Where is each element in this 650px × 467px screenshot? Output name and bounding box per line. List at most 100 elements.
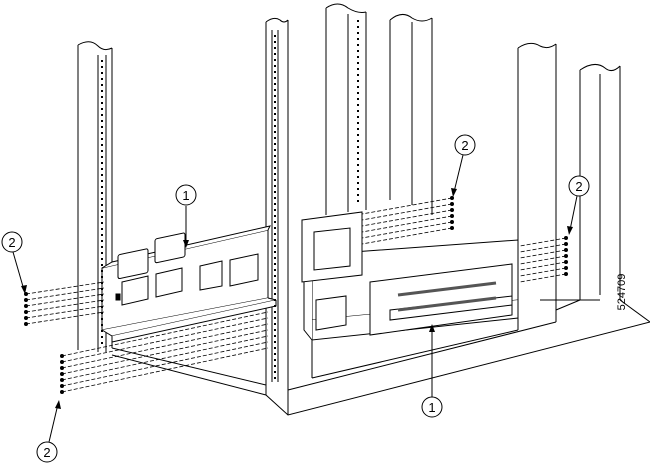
rack-hole (274, 281, 276, 283)
rack-hole (274, 173, 276, 175)
screw (564, 253, 569, 258)
rack-hole (357, 146, 359, 148)
rack-hole (274, 233, 276, 235)
rack-hole (274, 311, 276, 313)
rack-hole (274, 203, 276, 205)
screw (449, 219, 454, 224)
screw-guide-line (519, 255, 567, 265)
svg-text:1: 1 (428, 400, 435, 415)
screw (23, 297, 28, 302)
rack-hole (274, 293, 276, 295)
rack-hole (101, 132, 103, 134)
rack-hole (357, 194, 359, 196)
rack-hole (357, 56, 359, 58)
rack-hole (101, 198, 103, 200)
screw-set-front-left[interactable] (23, 281, 105, 326)
callout-2-screws-rear-right: 2 (567, 175, 590, 235)
rack-holes (101, 20, 359, 379)
screw (23, 303, 28, 308)
screw-guide-line (25, 287, 105, 301)
rack-hole (274, 227, 276, 229)
rack-hole (101, 318, 103, 320)
rack-hole (274, 101, 276, 103)
rack-hole (101, 180, 103, 182)
screw (60, 383, 65, 388)
rack-hole (274, 287, 276, 289)
rack-hole (357, 164, 359, 166)
rack-hole (274, 65, 276, 67)
rack-hole (101, 204, 103, 206)
rack-hole (274, 143, 276, 145)
screw-guide-line (519, 249, 567, 259)
rack-hole (274, 353, 276, 355)
screw-guide-line (361, 227, 453, 245)
rack-base (111, 299, 650, 416)
rack-hole (101, 240, 103, 242)
rack-hole (101, 174, 103, 176)
rack-hole (274, 209, 276, 211)
rack-hole (274, 83, 276, 85)
screw (23, 291, 28, 296)
rack-hole (101, 162, 103, 164)
rack-hole (274, 179, 276, 181)
rack-hole (274, 197, 276, 199)
rack-hole (357, 116, 359, 118)
svg-text:2: 2 (43, 445, 50, 460)
rack-hole (274, 71, 276, 73)
rack-hole (101, 186, 103, 188)
callout-1-bracket-rear: 1 (421, 324, 443, 418)
screw (564, 247, 569, 252)
screw (60, 353, 65, 358)
rack-hole (101, 84, 103, 86)
rack-hole (274, 149, 276, 151)
rack-hole (357, 50, 359, 52)
screw-guide-line (61, 341, 269, 387)
rack-hole (274, 317, 276, 319)
screw-guide-line (519, 273, 567, 283)
screw-guide-line (361, 221, 453, 239)
screw (23, 321, 28, 326)
rack-hole (274, 335, 276, 337)
rack-hole (357, 86, 359, 88)
screw-guide-line (25, 293, 105, 307)
screw-set-rear-right[interactable] (519, 235, 569, 283)
rack-hole (274, 125, 276, 127)
rack-hole (274, 359, 276, 361)
rack-hole (274, 323, 276, 325)
callout-2-screws-front-bottom: 2 (36, 400, 61, 463)
svg-text:2: 2 (461, 138, 468, 153)
screw-guide-line (61, 317, 269, 363)
screw-guide-line (361, 203, 453, 221)
rack-hole (101, 294, 103, 296)
mounting-bracket-front[interactable] (101, 225, 277, 343)
screw-set-rear-top[interactable] (361, 195, 454, 245)
rack-hole (357, 200, 359, 202)
rack-hole (274, 275, 276, 277)
screw (564, 259, 569, 264)
screw (449, 201, 454, 206)
screw-guide-line (25, 281, 105, 295)
screw (60, 371, 65, 376)
rack-hole (101, 78, 103, 80)
screw-guide-line (61, 329, 269, 375)
rack-hole (274, 53, 276, 55)
rack-hole (101, 342, 103, 344)
screw (23, 315, 28, 320)
rack-hole (274, 41, 276, 43)
screw-set-front-bottom[interactable] (60, 311, 269, 394)
rack-hole (357, 128, 359, 130)
rack-hole (357, 152, 359, 154)
screw (564, 265, 569, 270)
callout-2-screws-rear-top: 2 (451, 134, 476, 197)
screw-guide-line (61, 335, 269, 381)
rack-hole (274, 257, 276, 259)
mounting-bracket-rear[interactable] (369, 263, 513, 336)
rack-hole (357, 170, 359, 172)
rack-hole (357, 134, 359, 136)
rack-hole (274, 215, 276, 217)
rack-hole (101, 144, 103, 146)
rack-hole (274, 89, 276, 91)
rack-hole (274, 365, 276, 367)
rack-hole (274, 119, 276, 121)
rack-hole (274, 131, 276, 133)
